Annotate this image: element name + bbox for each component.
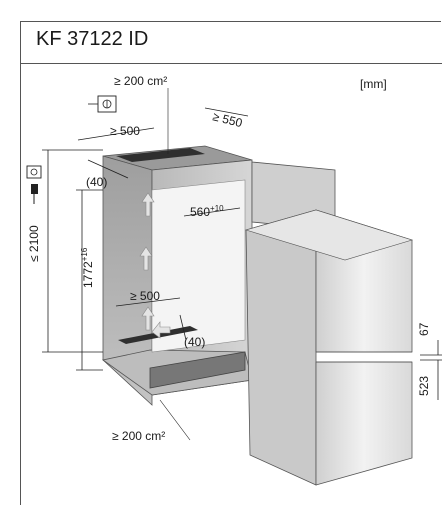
height-value: 1772 xyxy=(81,261,95,288)
top-offset-label: (40) xyxy=(86,175,107,189)
model-title: KF 37122 ID xyxy=(36,28,149,50)
dimension-lines xyxy=(42,88,442,441)
fridge-side xyxy=(245,209,317,486)
cabinet-left-side xyxy=(102,155,153,406)
unit-label: [mm] xyxy=(360,77,387,91)
niche-opening xyxy=(151,179,246,353)
bottom-offset-label: (40) xyxy=(184,335,205,349)
diagram-frame xyxy=(20,21,441,505)
airflow-arrow-icon xyxy=(139,192,171,339)
title-divider xyxy=(20,63,442,64)
plinth xyxy=(149,351,246,389)
top-depth-label: ≥ 500 xyxy=(110,124,140,138)
total-height-label: ≤ 2100 xyxy=(27,225,41,262)
fridge-appliance xyxy=(244,209,414,486)
height-tolerance: +16 xyxy=(80,247,89,261)
bottom-vent-area-label: ≥ 200 cm² xyxy=(112,429,165,443)
top-vent-slot xyxy=(116,148,205,162)
width-tolerance: +10 xyxy=(210,204,224,213)
width-value: 560 xyxy=(190,205,210,219)
cabinet-niche xyxy=(102,145,336,406)
bottom-depth-label: ≥ 500 xyxy=(130,289,160,303)
fridge-lower-door xyxy=(315,361,413,486)
plug-icon xyxy=(26,165,42,204)
height-label: 1772+16 xyxy=(80,247,95,288)
door-split-upper-label: 67 xyxy=(417,322,431,336)
width-label: 560+10 xyxy=(190,204,224,219)
socket-icon xyxy=(88,95,117,113)
door-split-lower-label: 523 xyxy=(417,376,431,396)
fridge-top xyxy=(244,209,414,261)
top-vent-area-label: ≥ 200 cm² xyxy=(114,74,167,88)
door-clearance-label: ≥ 550 xyxy=(211,109,244,130)
